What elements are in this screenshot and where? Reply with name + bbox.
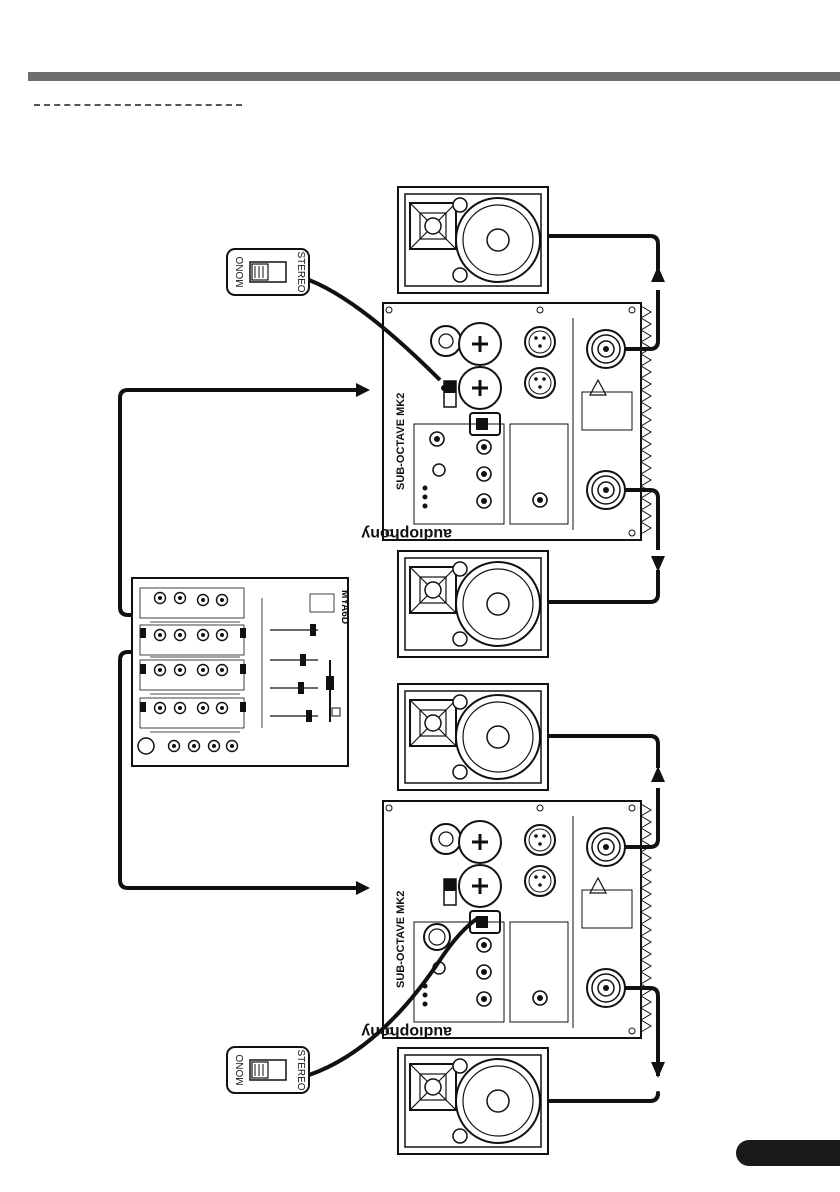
speaker-top-a: [398, 187, 548, 293]
speaker-bottom-a: [398, 684, 548, 790]
dj-mixer: MYA6D: [132, 578, 350, 766]
subwoofer-panel-top: SUB-OCTAVE MK2 audiophony: [361, 303, 651, 542]
mixer-model-label: MYA6D: [339, 590, 350, 624]
subwoofer-model-label: SUB-OCTAVE MK2: [395, 891, 407, 988]
mono-stereo-switch-callout-bottom: MONO STEREO: [227, 1047, 309, 1093]
mono-stereo-switch-callout-top: MONO STEREO: [227, 249, 309, 295]
switch-stereo-label: STEREO: [295, 251, 306, 292]
subwoofer-brand-logo: audiophony: [361, 525, 452, 542]
speaker-top-b: [398, 551, 548, 657]
switch-stereo-label: STEREO: [295, 1049, 306, 1090]
switch-mono-label: MONO: [235, 256, 246, 287]
subwoofer-model-label: SUB-OCTAVE MK2: [395, 393, 407, 490]
speaker-bottom-b: [398, 1048, 548, 1154]
switch-mono-label: MONO: [235, 1054, 246, 1085]
switch-pointer-dot: [441, 385, 447, 391]
